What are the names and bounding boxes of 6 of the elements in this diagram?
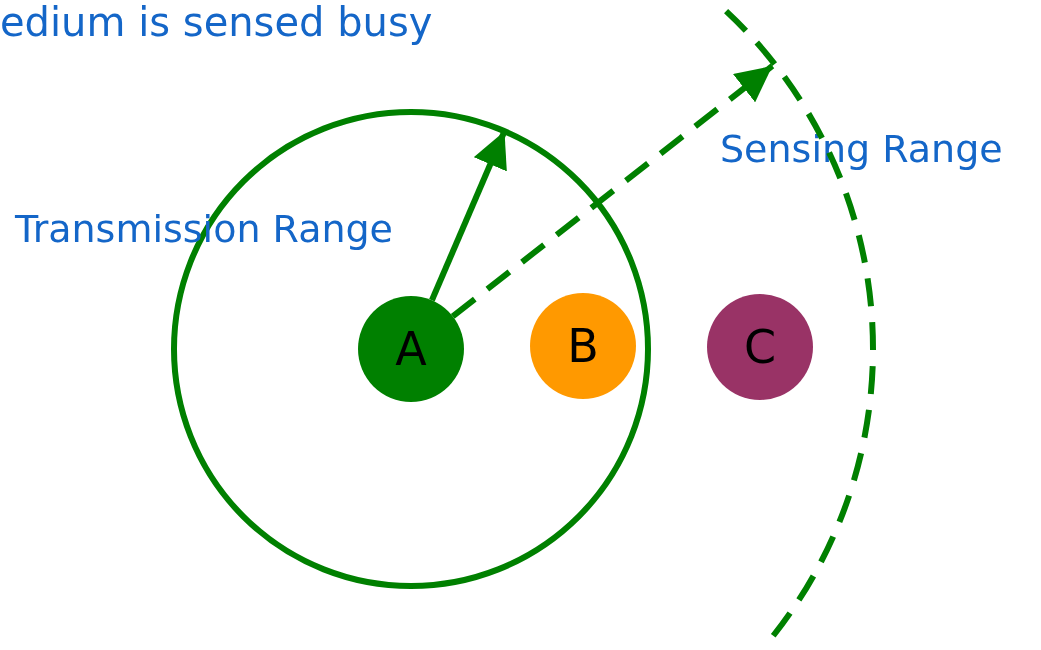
range-label: Sensing Range — [720, 130, 1003, 168]
range-arrow — [429, 130, 508, 302]
station-letter: C — [743, 320, 777, 374]
station-letter: B — [567, 319, 599, 373]
station-letter: A — [395, 322, 427, 376]
range-arrow — [450, 63, 775, 319]
